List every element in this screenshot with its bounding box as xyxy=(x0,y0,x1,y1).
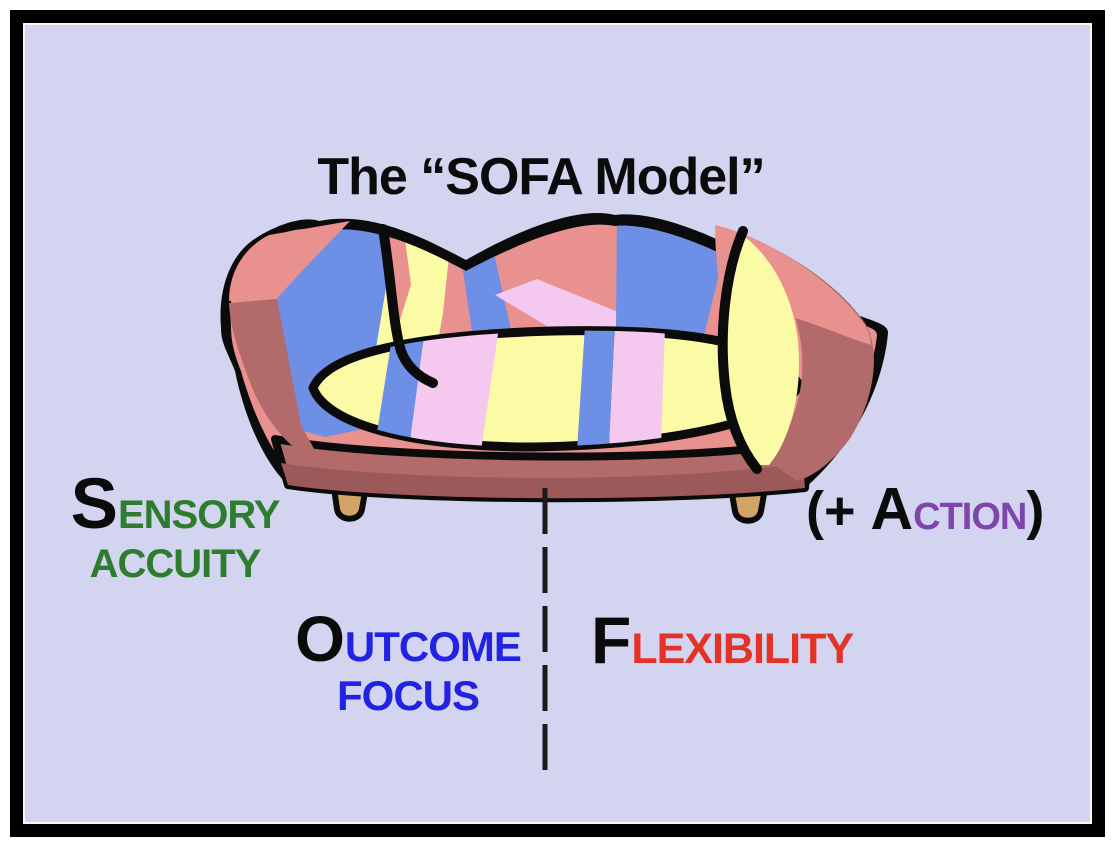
diagram-title: The “SOFA Model” xyxy=(317,147,765,206)
action-close-paren: ) xyxy=(1026,481,1045,541)
dashed-divider-line xyxy=(542,488,548,770)
label-flexibility: FLEXIBILITY xyxy=(591,607,854,673)
sofa-left-arm xyxy=(229,221,438,465)
action-open-paren: (+ xyxy=(806,481,871,541)
action-initial: A xyxy=(870,476,914,542)
sofa-seat-cushion xyxy=(308,326,804,452)
sofa-right-arm xyxy=(715,225,874,481)
flexibility-rest: LEXIBILITY xyxy=(631,625,854,673)
outcome-line2: FOCUS xyxy=(337,672,480,719)
sensory-rest: ENSORY xyxy=(117,493,280,537)
sensory-line2: ACCUITY xyxy=(89,542,262,586)
sensory-initial: S xyxy=(70,465,118,544)
label-plus-action: (+ ACTION) xyxy=(806,480,1044,539)
action-rest: CTION xyxy=(913,496,1027,538)
outcome-initial: O xyxy=(295,603,345,675)
sofa-illustration xyxy=(220,213,889,524)
flexibility-initial: F xyxy=(591,603,632,677)
label-sensory-acuity: SENSORY ACCUITY xyxy=(55,469,295,584)
label-outcome-focus: OUTCOME FOCUS xyxy=(288,607,528,717)
outcome-rest: UTCOME xyxy=(344,623,522,670)
